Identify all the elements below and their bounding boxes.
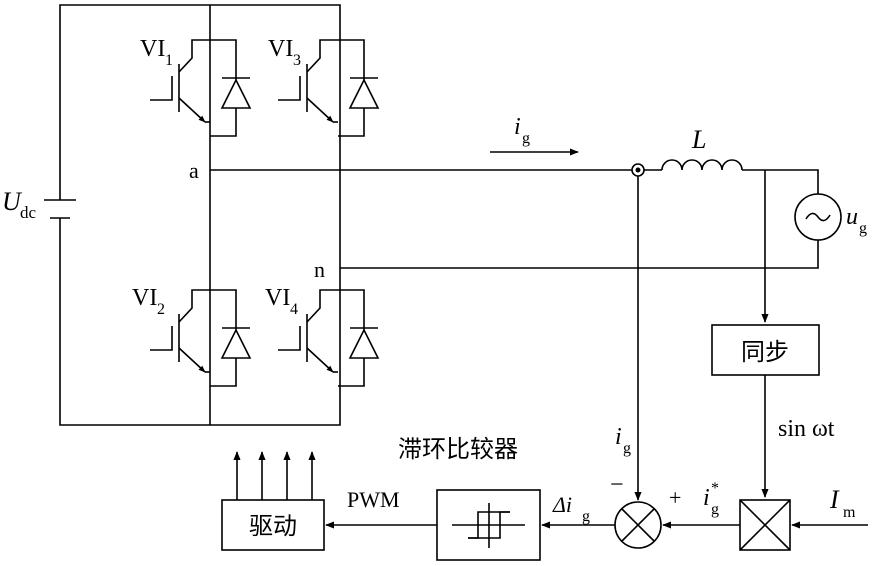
vt4-subscript: 4 <box>290 301 298 318</box>
inductor-label: L <box>691 125 706 154</box>
igbt-cell-template <box>150 39 252 137</box>
inductor <box>661 159 743 171</box>
udc-subscript: dc <box>20 203 37 222</box>
vt3-label: VI <box>268 36 293 62</box>
node-a-label: a <box>189 158 199 183</box>
im-label: I <box>829 485 840 514</box>
vt3-subscript: 3 <box>293 52 301 69</box>
drive-block <box>221 499 325 551</box>
plus-sign: + <box>669 485 681 510</box>
igstar-superscript: * <box>711 480 719 497</box>
sync-block <box>711 324 820 376</box>
sinwt-label: sin ωt <box>778 416 835 442</box>
hysteresis-comparator-block <box>436 489 541 561</box>
udc-label: U <box>2 187 23 216</box>
ug-subscript: g <box>859 220 867 237</box>
grid-voltage-source <box>794 193 842 241</box>
hysteresis-title: 滞环比较器 <box>398 435 518 463</box>
drive-output-arrows <box>233 451 316 500</box>
ig-feedback-label: i <box>615 424 622 450</box>
vt1-subscript: 1 <box>165 52 173 69</box>
multiplier-block <box>739 499 791 551</box>
summing-junction <box>614 501 662 549</box>
vt4-label: VI <box>265 285 290 311</box>
node-n-label: n <box>314 257 325 282</box>
igbt-cell-vt2 <box>150 290 250 386</box>
vt2-label: VI <box>132 285 157 311</box>
igstar-subscript: g <box>711 501 719 518</box>
igstar-label: i <box>703 485 710 511</box>
pwm-label: PWM <box>347 487 400 512</box>
delta-ig-subscript: g <box>582 508 590 525</box>
vt1-label: VI <box>140 36 165 62</box>
minus-sign: − <box>610 472 624 498</box>
delta-ig-label: Δi <box>552 492 572 517</box>
im-subscript: m <box>843 504 856 521</box>
dc-bus-wiring <box>59 4 341 426</box>
current-sensor <box>631 163 645 177</box>
ug-label: u <box>846 204 858 230</box>
drive-block-label: 驱动 <box>249 512 297 540</box>
ig-top-label: i <box>514 114 521 140</box>
ac-wiring <box>210 169 819 269</box>
ig-top-subscript: g <box>522 130 530 147</box>
sync-block-label: 同步 <box>741 338 789 366</box>
vt2-subscript: 2 <box>157 301 165 318</box>
dc-source <box>44 199 76 219</box>
ig-feedback-subscript: g <box>623 440 631 457</box>
